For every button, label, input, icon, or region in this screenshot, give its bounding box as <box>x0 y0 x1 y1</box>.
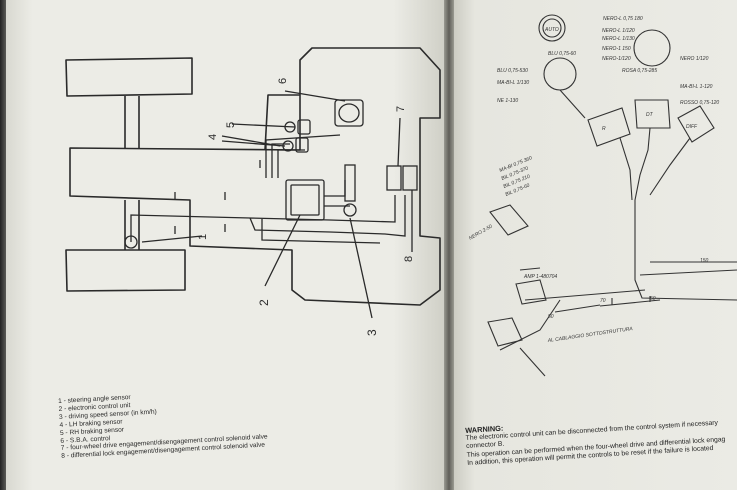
dimension-label: 50 <box>548 314 554 320</box>
wire-label: NERO 1/120 <box>680 56 709 62</box>
chassis-inner <box>264 94 300 151</box>
wire-label: MA-BI-L 1-120 <box>680 84 713 90</box>
relay-box-diff <box>677 105 715 143</box>
harness-main <box>499 89 737 351</box>
right-page <box>452 0 737 490</box>
4wd-solenoid <box>386 165 402 191</box>
diff-lock-solenoid <box>402 165 418 191</box>
steering-angle-sensor <box>124 235 138 249</box>
wire-label: NERO 2-50 <box>468 224 494 242</box>
callout-4: 4 <box>207 134 219 140</box>
wire-label: AL CABLAGGIO SOTTOSTRUTTURA <box>546 326 633 344</box>
wire-label: BLU 0,75-530 <box>497 68 528 74</box>
harness-branch <box>519 261 737 276</box>
dimension-label: 50 <box>650 296 656 302</box>
left-page <box>6 0 446 490</box>
wire-label: NERO-L 1/130 <box>602 36 635 42</box>
wire-label: BLU 0,75-60 <box>548 51 576 57</box>
harness <box>130 134 406 244</box>
relay-box-r <box>587 107 631 147</box>
connector-amp <box>515 279 547 305</box>
speed-sensor <box>344 164 356 202</box>
wire-label: AMP 1-480704 <box>523 274 557 280</box>
front-wheel-bottom <box>65 249 186 292</box>
wire-label: NERO-L 0,75 180 <box>603 16 643 22</box>
wire-label: ROSA 0,75-285 <box>622 68 657 74</box>
wire-label: NERO-1 150 <box>602 46 631 52</box>
connector-bottom <box>487 317 523 347</box>
box-label-dt: DT <box>646 112 654 118</box>
box-label-diff: DIFF <box>686 124 698 130</box>
book-edge <box>0 0 8 490</box>
auto-switch <box>538 14 566 42</box>
front-axle <box>124 96 140 250</box>
callout-6: 6 <box>277 78 289 84</box>
callout-7: 7 <box>395 106 407 112</box>
box-label-r: R <box>602 126 606 132</box>
callout-2: 2 <box>257 299 271 306</box>
front-wheel-top <box>65 57 193 97</box>
callout-3: 3 <box>365 329 379 336</box>
connector-left <box>543 57 577 91</box>
wire-label: NERO-L 1/120 <box>602 28 635 34</box>
book-gutter <box>444 0 454 490</box>
connector-mid <box>489 204 529 236</box>
relay-box-dt <box>634 99 671 129</box>
wire-label: NERO-1/120 <box>602 56 631 62</box>
wire-label: NE 1-130 <box>497 98 518 104</box>
dimension-label: 150 <box>700 258 709 264</box>
wire-label: MA-BI-L 1/130 <box>497 80 529 86</box>
dimension-label: 70 <box>600 298 606 304</box>
connector-top <box>633 29 671 67</box>
callout-5: 5 <box>225 122 237 128</box>
sba-control-box <box>334 99 364 127</box>
ecu-box <box>285 179 325 221</box>
callout-1: 1 <box>197 234 209 240</box>
callout-8: 8 <box>403 256 415 262</box>
auto-label: AUTO <box>544 27 559 33</box>
wire-label: ROSSO 0,75-120 <box>680 100 719 106</box>
chassis-outline <box>69 47 441 306</box>
